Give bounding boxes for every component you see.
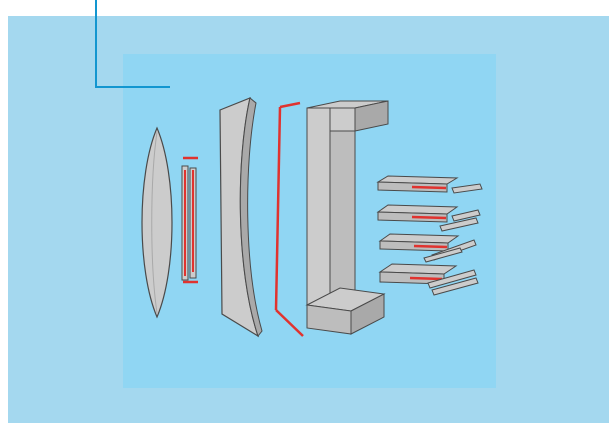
biconvex-lens — [141, 126, 173, 319]
c-shaped-frame — [305, 100, 389, 335]
red-bracket-outline — [274, 101, 304, 337]
stacked-plate — [376, 175, 483, 194]
stacked-plate — [376, 204, 481, 232]
stacked-plate — [378, 233, 477, 263]
concave-lens-block — [219, 97, 263, 338]
stacked-plate-set — [376, 175, 483, 296]
thin-red-spacer-pair — [181, 156, 198, 284]
callout-leader-line — [95, 0, 170, 88]
biconvex-lens-highlight — [151, 131, 158, 314]
stacked-plate — [378, 263, 479, 296]
